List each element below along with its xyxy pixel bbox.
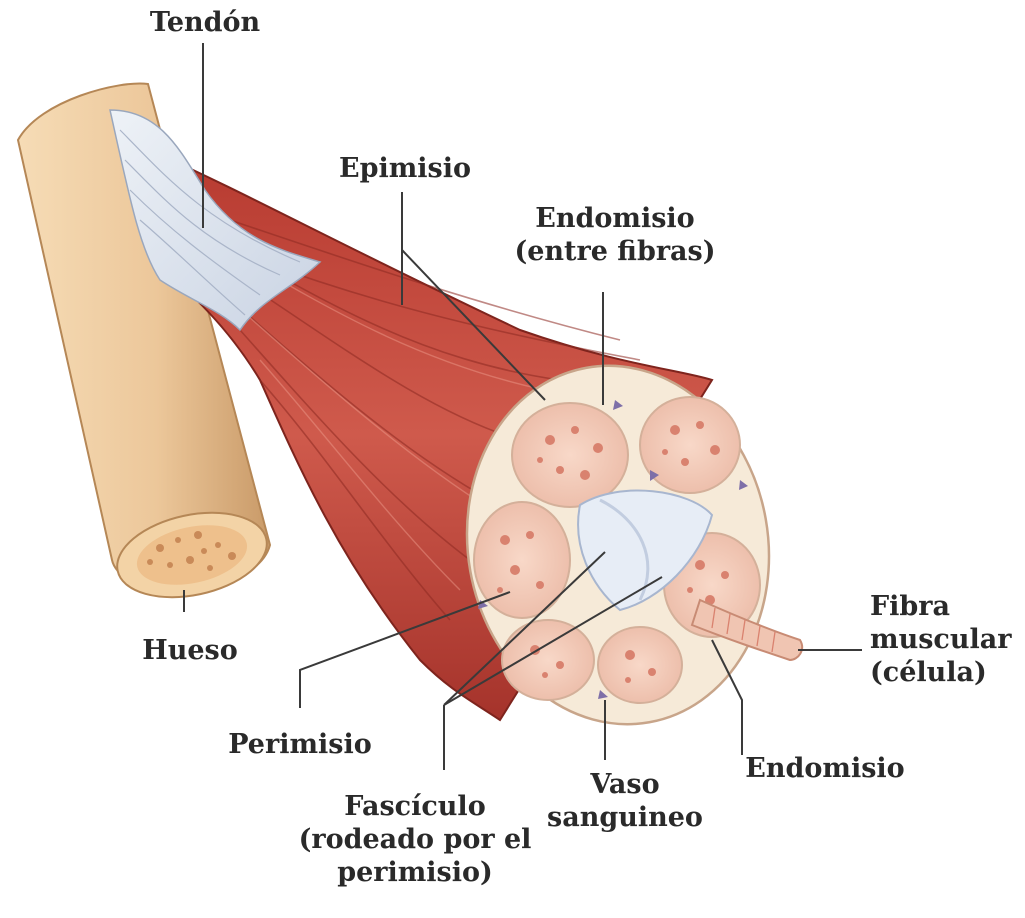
label-fasciculo: Fascículo (rodeado por el perimisio): [290, 790, 540, 889]
label-endomisio-entre-fibras: Endomisio (entre fibras): [500, 202, 730, 268]
label-fibra-muscular: Fibra muscular (célula): [870, 590, 1020, 689]
label-perimisio: Perimisio: [205, 728, 395, 761]
label-hueso: Hueso: [120, 634, 260, 667]
label-endomisio: Endomisio: [730, 752, 920, 785]
label-tendon: Tendón: [140, 6, 270, 39]
label-vaso-sanguineo: Vaso sanguineo: [530, 768, 720, 834]
label-epimisio: Epimisio: [310, 152, 500, 185]
